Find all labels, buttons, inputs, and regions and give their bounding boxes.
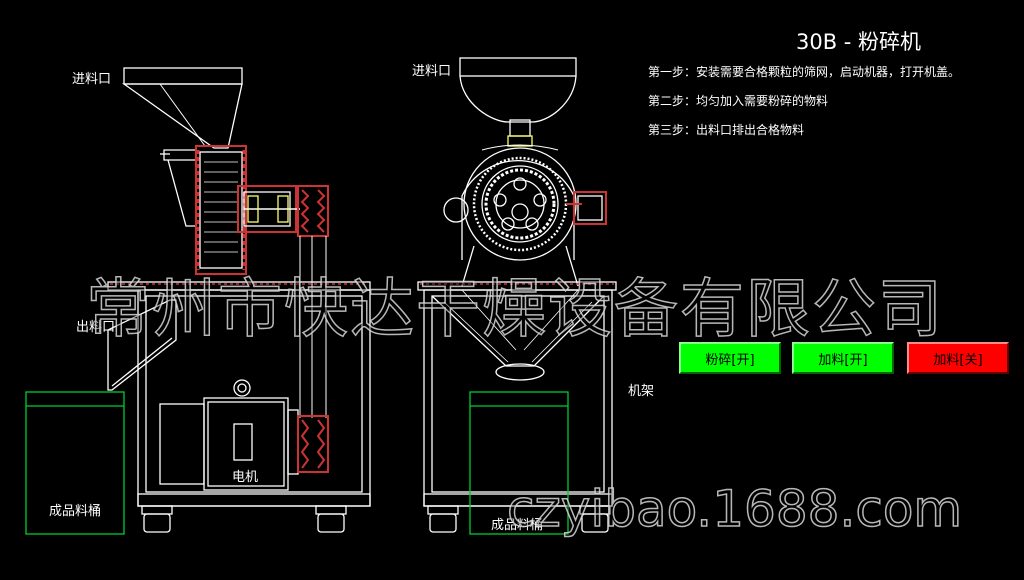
inlet-label-right: 进料口 — [412, 64, 452, 79]
frame-label: 机架 — [628, 384, 655, 399]
side-motor — [159, 379, 329, 491]
front-view — [417, 57, 617, 533]
side-pulley — [297, 185, 329, 418]
inlet-label-left: 进料口 — [72, 72, 112, 87]
crush-on-button[interactable]: 粉碎[开] — [679, 342, 781, 374]
motor-label: 电机 — [232, 470, 259, 485]
side-feet — [141, 505, 347, 533]
step-1: 第一步：安装需要合格颗粒的筛网，启动机器，打开机盖。 — [648, 65, 961, 79]
outlet-label: 出料口 — [76, 320, 116, 335]
front-bucket — [469, 391, 569, 535]
side-shaft — [237, 185, 300, 233]
site-watermark: czyibao.1688.com — [506, 479, 963, 539]
front-feet — [427, 505, 611, 533]
side-bucket — [25, 391, 125, 535]
page-title: 30B - 粉碎机 — [796, 30, 922, 54]
feed-on-button[interactable]: 加料[开] — [792, 342, 894, 374]
company-watermark: 常州市快达干燥设备有限公司 — [85, 272, 944, 348]
front-housing — [443, 144, 607, 287]
step-2: 第二步：均匀加入需要粉碎的物料 — [648, 94, 829, 108]
bucket-label-left: 成品料桶 — [49, 504, 102, 519]
bucket-label-right: 成品料桶 — [491, 518, 544, 533]
feed-off-button[interactable]: 加料[关] — [907, 342, 1009, 374]
side-view — [107, 67, 371, 533]
front-hopper — [459, 57, 577, 147]
step-3: 第三步：出料口排出合格物料 — [648, 123, 805, 137]
